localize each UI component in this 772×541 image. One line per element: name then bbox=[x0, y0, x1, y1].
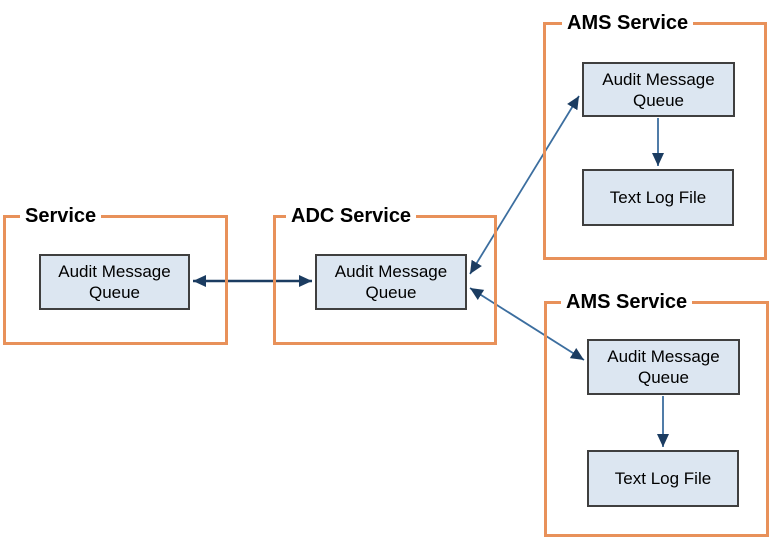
node-label: Audit Message Queue bbox=[602, 69, 715, 110]
service-box-title: Service bbox=[20, 204, 102, 228]
text-log-file-node: Text Log File bbox=[587, 450, 739, 507]
node-label: Audit Message Queue bbox=[334, 262, 448, 302]
audit-message-queue-node: Audit Message Queue bbox=[39, 254, 190, 310]
ams-service-box-top: AMS Service Audit Message Queue Text Log… bbox=[543, 11, 767, 260]
audit-message-queue-node: Audit Message Queue bbox=[582, 62, 735, 117]
audit-message-queue-node: Audit Message Queue bbox=[587, 339, 740, 395]
node-label: Text Log File bbox=[614, 469, 712, 488]
node-label: Text Log File bbox=[609, 188, 707, 207]
adc-service-box: ADC Service Audit Message Queue bbox=[273, 204, 497, 345]
audit-message-queue-node: Audit Message Queue bbox=[315, 254, 467, 310]
ams-service-box-bottom: AMS Service Audit Message Queue Text Log… bbox=[544, 290, 769, 537]
service-box: Service Audit Message Queue bbox=[3, 204, 228, 345]
text-log-file-node: Text Log File bbox=[582, 169, 734, 226]
adc-service-box-title: ADC Service bbox=[286, 204, 417, 228]
ams-service-box-title: AMS Service bbox=[562, 11, 694, 35]
node-label: Audit Message Queue bbox=[607, 347, 720, 387]
node-label: Audit Message Queue bbox=[58, 262, 171, 302]
ams-service-box-title: AMS Service bbox=[561, 290, 693, 314]
